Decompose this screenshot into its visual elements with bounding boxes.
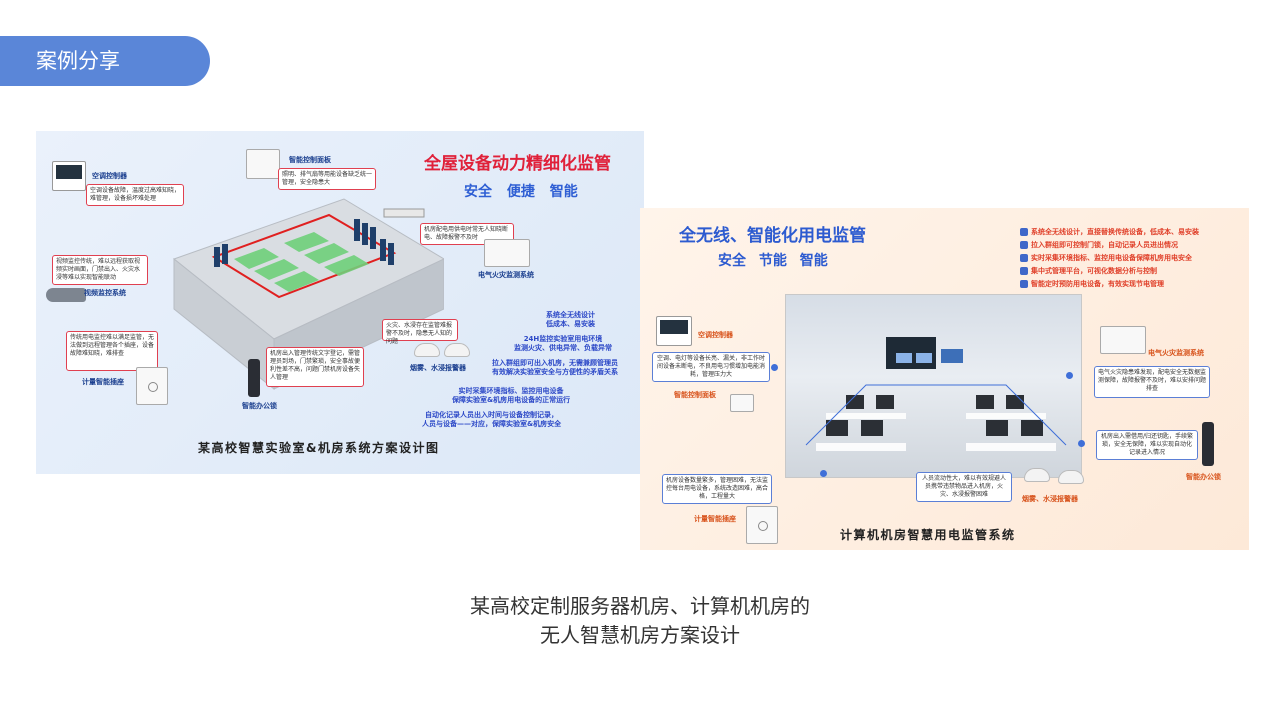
p2-callout-alarm: 人员流动性大，难以有效规避人员携带违禁物品进入机房，火灾、水浸报警困难: [916, 472, 1012, 502]
p2-callout-lock: 机房出入需借用/归还钥匙，手续繁琐，安全无保障，难以实现自动化记录进入情况: [1096, 430, 1198, 460]
p1-callout-socket: 传统用电监控难以满足监管，无法做到远程管理各个插座，设备故障难知晓，难排查: [66, 331, 158, 371]
p2-marker-dot: [771, 364, 778, 371]
caption-line-1: 某高校定制服务器机房、计算机机房的: [470, 594, 810, 618]
water-sensor-icon: [444, 343, 470, 357]
p2-feature-3: 实时采集环境指标、监控用电设备保障机房用电安全: [1020, 253, 1192, 263]
camera-icon: [46, 288, 86, 302]
p1-title: 全屋设备动力精细化监管: [424, 154, 611, 174]
smart-lock-device: [248, 359, 260, 397]
computer-room-poster-image: 全无线、智能化用电监管 安全 节能 智能 系统全无线设计，直接替换传统设备，低成…: [640, 208, 1249, 550]
lab-poster-image: 空调控制器 空调设备故障，温度过高难知晓，难管理，设备损坏难处理 智能控制面板 …: [36, 131, 644, 474]
p1-label-socket: 计量智能插座: [82, 378, 124, 386]
p2-smoke-detector-icon: [1024, 468, 1050, 482]
p2-label-ac-panel: 空调控制器: [698, 331, 733, 339]
caption-line-2: 无人智慧机房方案设计: [540, 623, 740, 647]
p2-feature-1: 系统全无线设计，直接替换传统设备，低成本、易安装: [1020, 227, 1199, 237]
p1-label-alarm: 烟雾、水浸报警器: [410, 364, 466, 372]
key-icon: [1020, 241, 1028, 249]
p2-fire-monitor-device: [1100, 326, 1146, 354]
p2-label-fire: 电气火灾监测系统: [1148, 349, 1204, 357]
p2-label-smart-panel: 智能控制面板: [674, 391, 716, 399]
p1-label-ac-panel: 空调控制器: [92, 172, 127, 180]
p2-callout-ac: 空调、电灯等设备长亮、漏关，非工作时间设备未断电，不良用电习惯增加电能消耗，管理…: [652, 352, 770, 382]
p2-water-sensor-icon: [1058, 470, 1084, 484]
p1-label-fire: 电气火灾监测系统: [478, 271, 534, 279]
p2-subtitle: 安全 节能 智能: [718, 253, 828, 269]
p1-callout-ac: 空调设备故障，温度过高难知晓，难管理，设备损坏难处理: [86, 184, 184, 206]
p2-smart-lock-device: [1202, 422, 1214, 466]
computer-room-drawing: [805, 337, 1067, 451]
chart-icon: [1020, 228, 1028, 236]
p2-feature-5: 智能定时预防用电设备，有效实现节电管理: [1020, 279, 1164, 289]
ac-controller-device: [52, 161, 86, 191]
smart-panel-device: [246, 149, 280, 179]
p1-callout-alarm: 火灾、水浸存在监管难报警不及时，隐患无人知的问题: [382, 319, 458, 345]
lightning-icon: [1020, 254, 1028, 262]
p1-subtitle: 安全 便捷 智能: [464, 184, 578, 200]
p1-label-smart-panel: 智能控制面板: [289, 156, 331, 164]
p1-label-lock: 智能办公锁: [242, 402, 277, 410]
smoke-detector-icon: [414, 343, 440, 357]
p1-note-3: 拉入群组即可出入机房，无需兼顾管理员 有效解决实验室安全与方便性的矛盾关系: [492, 359, 618, 376]
platform-icon: [1020, 267, 1028, 275]
p2-feature-2: 拉入群组即可控制门锁，自动记录人员进出情况: [1020, 240, 1178, 250]
computer-room-photo: [785, 294, 1082, 478]
p2-marker-dot: [1066, 372, 1073, 379]
smart-socket-device: [136, 367, 168, 405]
p2-callout-fire: 电气火灾隐患难发现，配电安全无数据监测保障，故障报警不及时，难以安排问题排查: [1094, 366, 1210, 398]
p2-marker-dot: [820, 470, 827, 477]
p1-callout-smart: 照明、排气扇等用能设备缺乏统一管理，安全隐患大: [278, 168, 376, 190]
p1-note-1: 系统全无线设计 低成本、易安装: [546, 311, 595, 328]
p2-label-socket: 计量智能插座: [694, 515, 736, 523]
p2-ac-controller-device: [656, 316, 692, 346]
p2-label-alarm: 烟雾、水浸报警器: [1022, 495, 1078, 503]
p2-smart-socket-device: [746, 506, 778, 544]
p2-caption: 计算机机房智慧用电监管系统: [840, 528, 1016, 542]
p1-label-video: 视频监控系统: [84, 289, 126, 297]
p2-feature-4: 集中式管理平台，可视化数据分析与控制: [1020, 266, 1157, 276]
fire-monitor-device: [484, 239, 530, 267]
p2-marker-dot: [1078, 440, 1085, 447]
p1-note-4: 实时采集环境指标、监控用电设备 保障实验室&机房用电设备的正常运行: [452, 387, 571, 404]
p2-title: 全无线、智能化用电监管: [679, 226, 866, 246]
section-title: 案例分享: [36, 49, 120, 73]
section-tab: 案例分享: [0, 36, 210, 86]
p1-callout-lock: 机房出入管理传统文字登记，需管理员到场，门禁繁琐，安全事故便利性差不高，问题门禁…: [266, 347, 364, 387]
p1-caption: 某高校智慧实验室&机房系统方案设计图: [198, 441, 440, 455]
p1-note-5: 自动化记录人员出入时间与设备控制记录， 人员与设备——对应，保障实验室&机房安全: [422, 411, 562, 428]
power-icon: [1020, 280, 1028, 288]
p2-smart-panel-device: [730, 394, 754, 412]
p1-callout-video: 视频监控传统，难以远程获取视频实时画面，门禁出入、火灾水浸等难以实现智能联动: [52, 255, 148, 285]
p2-label-lock: 智能办公锁: [1186, 473, 1221, 481]
p2-callout-socket: 机房设备数量繁多，管理困难，无法监控每台用电设备，系统改造困难，高合格，工程量大: [662, 474, 772, 504]
p1-note-2: 24H监控实验室用电环境 监测火灾、供电异常、负载异常: [514, 335, 612, 352]
slide-caption: 某高校定制服务器机房、计算机机房的 无人智慧机房方案设计: [0, 592, 1280, 650]
